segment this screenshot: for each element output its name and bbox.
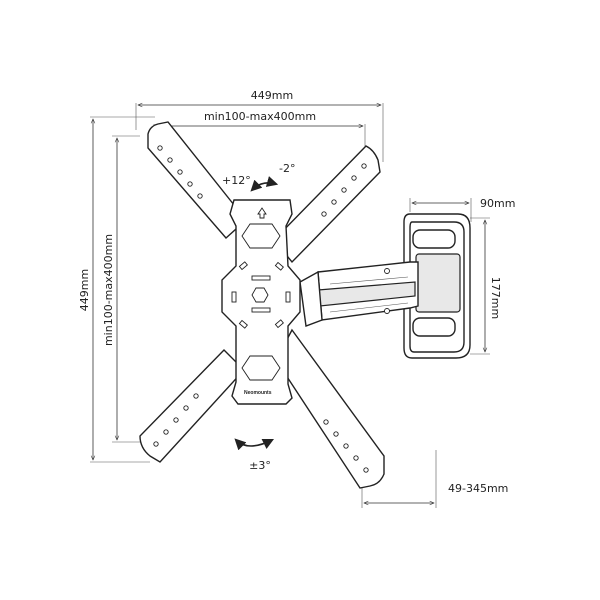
overall-height-label: 449mm — [78, 269, 91, 311]
rotate-label: ±3° — [249, 459, 271, 472]
vesa-bracket: Neomounts — [139, 121, 385, 489]
extension-label: 49-345mm — [448, 482, 508, 495]
overall-width-label: 449mm — [251, 89, 293, 102]
vesa-width-label: min100-max400mm — [204, 110, 316, 123]
wall-plate-depth-label: 90mm — [480, 197, 515, 210]
dimension-vesa-height: min100-max400mm — [102, 135, 140, 443]
tilt-down-label: -2° — [279, 162, 295, 175]
dimension-wall-plate-height: 177mm — [470, 217, 502, 355]
bracket-arm-lower-left — [139, 349, 245, 463]
dimension-wall-plate-depth: 90mm — [409, 197, 515, 222]
vesa-height-label: min100-max400mm — [102, 234, 115, 346]
wall-plate — [403, 213, 471, 359]
tilt-up-label: +12° — [222, 174, 251, 187]
bracket-arm-lower-right — [275, 328, 385, 489]
tilt-indicator: +12° -2° — [222, 162, 295, 192]
brand-logo-text: Neomounts — [244, 390, 272, 396]
rotation-indicator: ±3° — [234, 438, 275, 472]
dimension-overall-width: 449mm — [135, 89, 384, 162]
dimension-overall-height: 449mm — [78, 116, 155, 463]
dimension-extension: 49-345mm — [361, 450, 508, 508]
bracket-arm-upper-right — [273, 145, 381, 264]
bracket-center-plate: Neomounts — [221, 199, 301, 405]
extension-arm — [299, 261, 419, 327]
wall-plate-height-label: 177mm — [489, 277, 502, 319]
